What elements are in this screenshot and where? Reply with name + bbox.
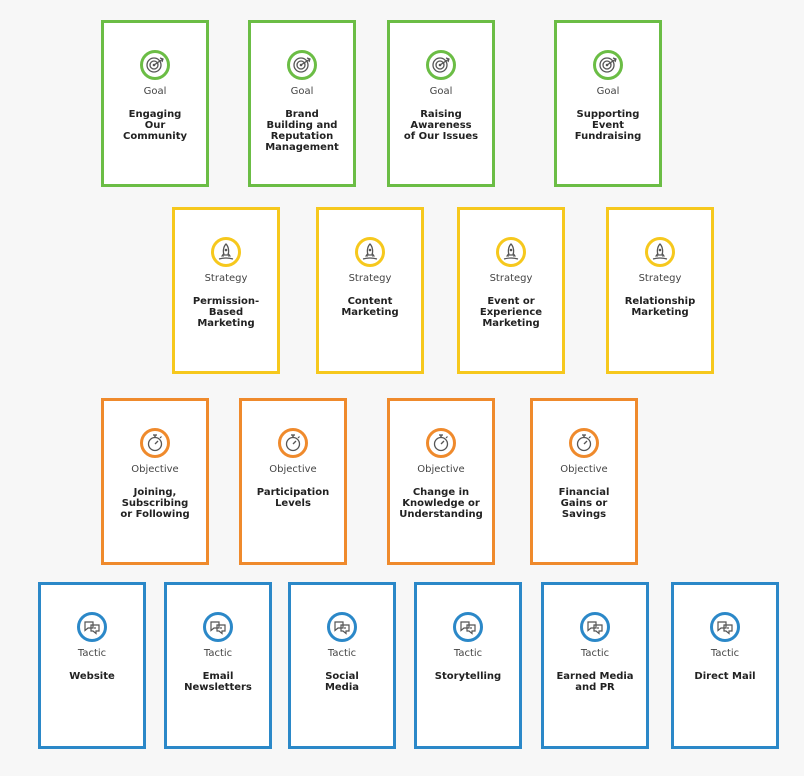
rocket-icon (645, 237, 675, 267)
speech-bubbles-icon (77, 612, 107, 642)
tactic-card-earned-media: Tactic Earned Media and PR (541, 582, 649, 749)
speech-bubbles-icon (580, 612, 610, 642)
tactic-card-storytelling: Tactic Storytelling (414, 582, 522, 749)
card-title: Email Newsletters (184, 671, 252, 693)
tactic-card-email-newsletters: Tactic Email Newsletters (164, 582, 272, 749)
goal-card-raising-awareness: Goal Raising Awareness of Our Issues (387, 20, 495, 187)
card-kind-label: Objective (417, 464, 465, 475)
card-title: Storytelling (434, 671, 502, 682)
card-title: Supporting Event Fundraising (574, 109, 642, 142)
tactic-card-website: Tactic Website (38, 582, 146, 749)
card-title: Change in Knowledge or Understanding (399, 487, 483, 520)
target-icon (426, 50, 456, 80)
card-kind-label: Objective (560, 464, 608, 475)
card-title: Social Media (324, 671, 360, 693)
tactic-card-social-media: Tactic Social Media (288, 582, 396, 749)
speech-bubbles-icon (203, 612, 233, 642)
card-kind-label: Tactic (77, 648, 107, 659)
card-kind-label: Goal (596, 86, 620, 97)
card-kind-label: Goal (290, 86, 314, 97)
stopwatch-icon (569, 428, 599, 458)
objective-card-joining: Objective Joining, Subscribing or Follow… (101, 398, 209, 565)
card-title: Joining, Subscribing or Following (120, 487, 190, 520)
goal-card-engaging-community: Goal Engaging Our Community (101, 20, 209, 187)
card-kind-label: Tactic (710, 648, 740, 659)
card-title: Engaging Our Community (122, 109, 187, 142)
strategy-card-content-marketing: Strategy Content Marketing (316, 207, 424, 374)
card-kind-label: Tactic (203, 648, 233, 659)
goal-card-brand-building: Goal Brand Building and Reputation Manag… (248, 20, 356, 187)
card-kind-label: Tactic (327, 648, 357, 659)
stopwatch-icon (278, 428, 308, 458)
card-kind-label: Goal (429, 86, 453, 97)
rocket-icon (496, 237, 526, 267)
card-title: Financial Gains or Savings (558, 487, 610, 520)
strategy-card-permission-based: Strategy Permission- Based Marketing (172, 207, 280, 374)
tactic-card-direct-mail: Tactic Direct Mail (671, 582, 779, 749)
card-title: Content Marketing (341, 296, 399, 318)
speech-bubbles-icon (453, 612, 483, 642)
speech-bubbles-icon (710, 612, 740, 642)
card-kind-label: Strategy (204, 273, 248, 284)
card-kind-label: Strategy (489, 273, 533, 284)
objective-card-participation: Objective Participation Levels (239, 398, 347, 565)
card-title: Earned Media and PR (556, 671, 634, 693)
card-kind-label: Objective (131, 464, 179, 475)
card-title: Direct Mail (694, 671, 756, 682)
card-kind-label: Strategy (638, 273, 682, 284)
card-title: Brand Building and Reputation Management (265, 109, 339, 153)
speech-bubbles-icon (327, 612, 357, 642)
card-kind-label: Objective (269, 464, 317, 475)
card-title: Website (69, 671, 115, 682)
stopwatch-icon (140, 428, 170, 458)
objective-card-financial-gains: Objective Financial Gains or Savings (530, 398, 638, 565)
card-title: Relationship Marketing (624, 296, 696, 318)
card-kind-label: Tactic (580, 648, 610, 659)
rocket-icon (211, 237, 241, 267)
target-icon (140, 50, 170, 80)
target-icon (593, 50, 623, 80)
strategy-card-relationship: Strategy Relationship Marketing (606, 207, 714, 374)
target-icon (287, 50, 317, 80)
goal-card-event-fundraising: Goal Supporting Event Fundraising (554, 20, 662, 187)
card-title: Permission- Based Marketing (192, 296, 260, 329)
card-title: Raising Awareness of Our Issues (403, 109, 479, 142)
stopwatch-icon (426, 428, 456, 458)
card-kind-label: Goal (143, 86, 167, 97)
card-title: Participation Levels (256, 487, 330, 509)
card-title: Event or Experience Marketing (479, 296, 543, 329)
objective-card-change-knowledge: Objective Change in Knowledge or Underst… (387, 398, 495, 565)
rocket-icon (355, 237, 385, 267)
strategy-card-event-experience: Strategy Event or Experience Marketing (457, 207, 565, 374)
card-kind-label: Tactic (453, 648, 483, 659)
card-kind-label: Strategy (348, 273, 392, 284)
